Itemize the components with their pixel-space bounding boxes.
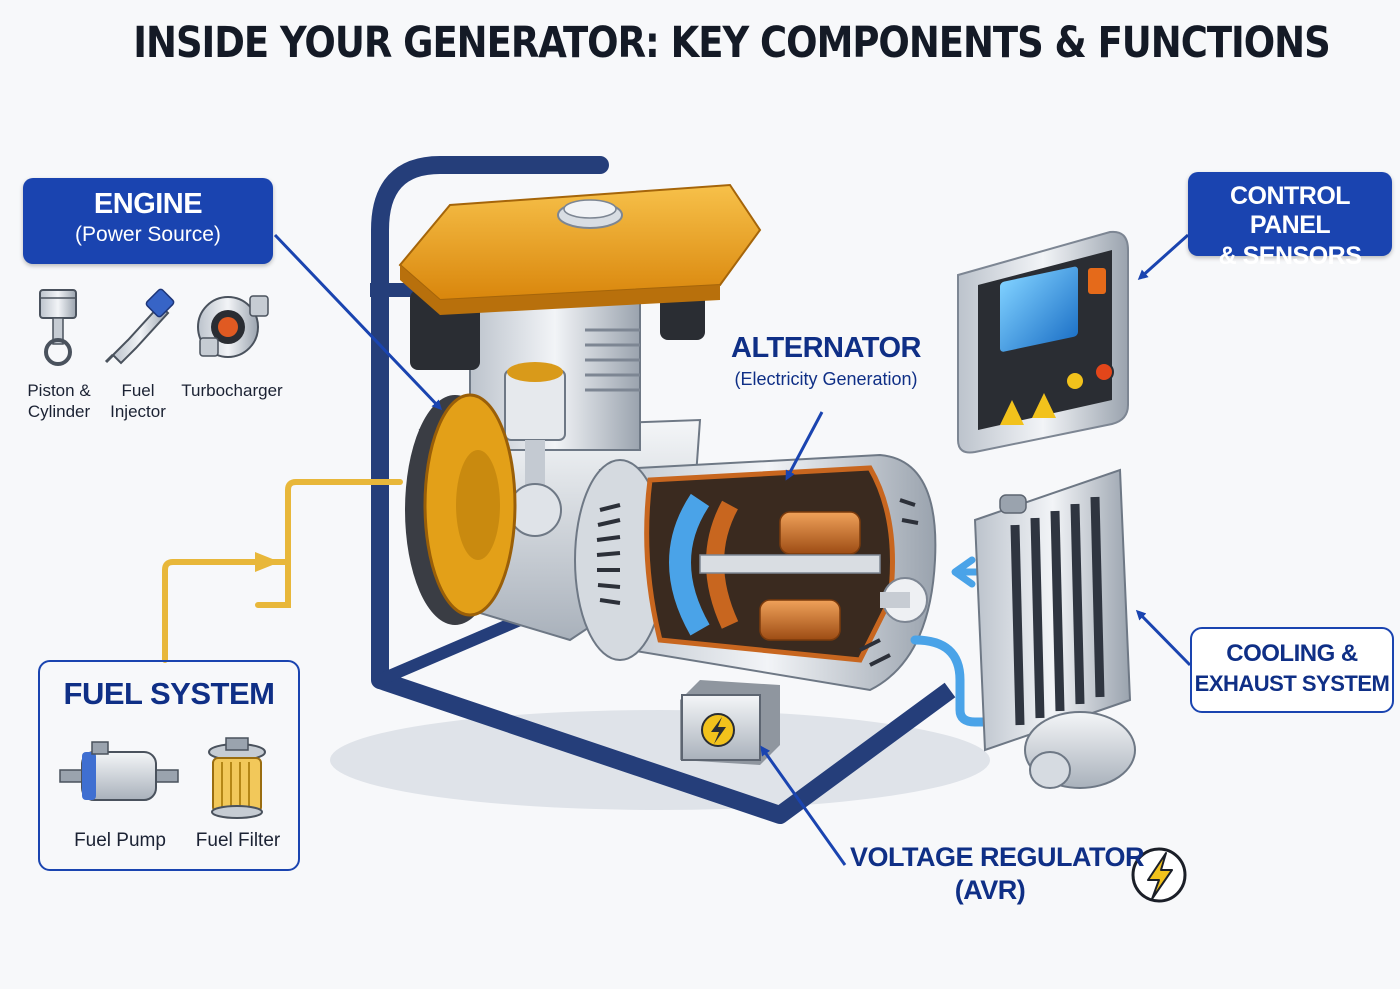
fuel-system-heading: FUEL SYSTEM	[63, 676, 275, 711]
fuel-tank	[398, 183, 762, 315]
cooling-heading-1: COOLING &	[1226, 640, 1358, 667]
piston-icon	[39, 289, 77, 366]
engine-subheading: (Power Source)	[75, 223, 221, 246]
fuel-injector-icon	[104, 288, 175, 365]
voltage-regulator-label: VOLTAGE REGULATOR (AVR)	[850, 842, 1145, 906]
cooling-label-box: COOLING & EXHAUST SYSTEM	[1190, 627, 1394, 713]
fuel-filter-icon	[208, 737, 266, 819]
fuel-line-arrow	[255, 552, 280, 572]
piston-caption: Piston & Cylinder	[27, 381, 91, 421]
avr-box	[680, 680, 780, 765]
engine-pointer	[273, 233, 443, 411]
engine-heading: ENGINE	[93, 188, 203, 220]
page-title: INSIDE YOUR GENERATOR: KEY COMPONENTS & …	[133, 18, 1330, 68]
control-panel-pointer	[1137, 233, 1190, 281]
alternator	[574, 453, 937, 692]
alternator-subheading: (Electricity Generation)	[734, 369, 918, 389]
copper-windings	[759, 511, 861, 641]
alternator-heading: ALTERNATOR	[731, 332, 921, 364]
fuel-line	[162, 479, 403, 663]
fuel-system-panel: FUEL SYSTEM	[38, 660, 300, 871]
cooling-heading-2: EXHAUST SYSTEM	[1194, 671, 1390, 696]
alternator-label: ALTERNATOR (Electricity Generation)	[716, 332, 936, 390]
turbocharger-icon	[197, 295, 269, 358]
fuel-injector-caption: Fuel Injector	[110, 381, 166, 421]
fuel-filter-caption: Fuel Filter	[195, 830, 281, 851]
control-panel-heading-1: CONTROL PANEL	[1229, 182, 1351, 239]
fuel-pump-caption: Fuel Pump	[74, 830, 166, 851]
radiator	[973, 468, 1136, 789]
control-panel-heading-2: & SENSORS	[1218, 242, 1362, 270]
frame	[370, 156, 956, 824]
cooling-pointer	[1135, 609, 1192, 667]
alternator-pointer	[785, 411, 824, 481]
avr-pointer	[760, 745, 847, 866]
control-panel-label-box: CONTROL PANEL & SENSORS	[1188, 172, 1392, 270]
turbocharger-caption: Turbocharger	[181, 381, 283, 400]
control-panel	[957, 230, 1129, 454]
coolant-hose	[910, 635, 990, 727]
engine-label-box: ENGINE (Power Source)	[23, 178, 273, 264]
flywheel-cover	[405, 393, 517, 625]
lightning-icon	[1131, 847, 1187, 903]
fuel-pump-icon	[59, 741, 179, 801]
voltage-regulator-heading-1: VOLTAGE REGULATOR	[850, 842, 1145, 872]
voltage-regulator-heading-2: (AVR)	[954, 875, 1026, 905]
